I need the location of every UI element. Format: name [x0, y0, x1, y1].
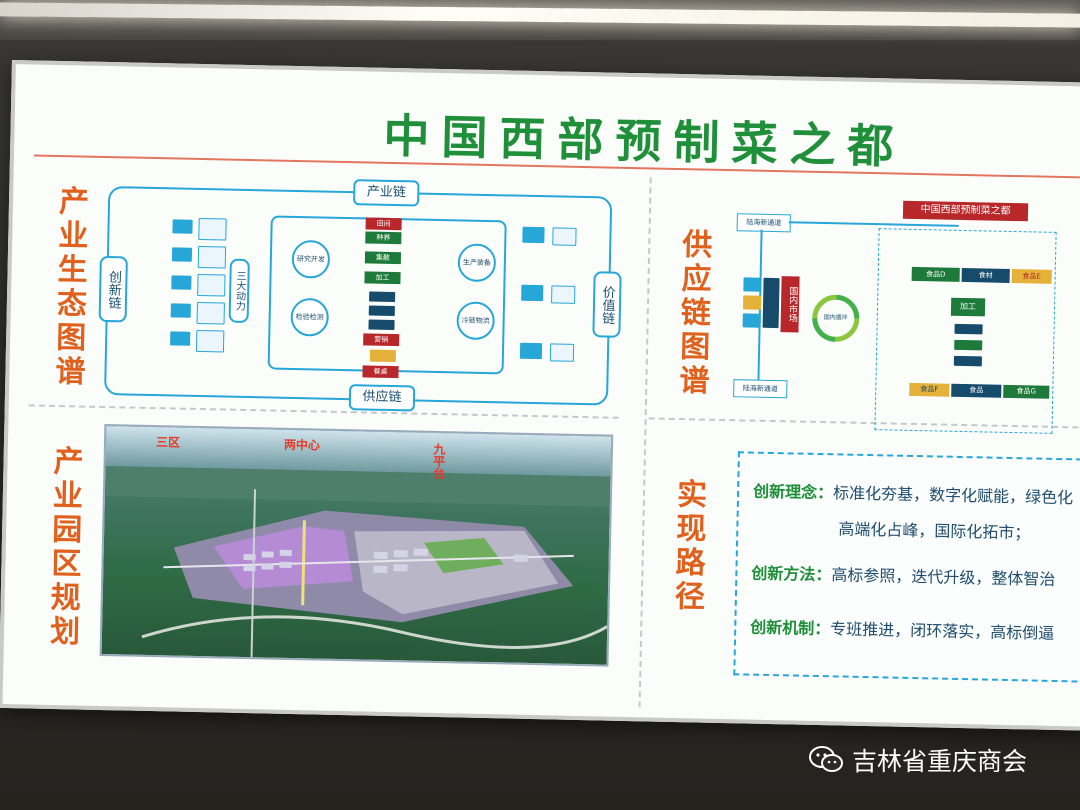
- section-title-supply: 供应链图谱: [673, 227, 712, 399]
- impl-key-3: 创新方法：: [751, 563, 832, 585]
- module: [171, 247, 193, 262]
- supply-header: 中国西部预制菜之都: [902, 200, 1029, 222]
- node-innovation-chain: 创新链: [98, 255, 128, 323]
- map-zone-b-label: 两中心: [283, 437, 321, 453]
- module: [954, 323, 983, 335]
- module: [742, 313, 761, 328]
- flow-breeding: 种养: [365, 231, 402, 245]
- impl-text-4: 专班推进，闭环落实，高标倒逼: [830, 619, 1055, 643]
- module: [368, 305, 395, 317]
- node-food-f: 食品F: [909, 382, 950, 397]
- impl-line-2: 高端化占峰，国际化拓市；: [838, 519, 1031, 543]
- display-board: 中国西部预制菜之都 产业生态图谱 产业链 供应链 创新链 价值链 三大动力 研究…: [0, 60, 1080, 732]
- watermark-text: 吉林省重庆商会: [852, 747, 1028, 776]
- node-industry-chain: 产业链: [353, 179, 420, 207]
- module: [369, 349, 397, 363]
- wechat-icon: [809, 746, 843, 772]
- module: [522, 226, 545, 244]
- module: [171, 275, 192, 290]
- section-title-park: 产业园区规划: [43, 444, 83, 650]
- module: [743, 277, 762, 292]
- supply-line: [788, 221, 959, 227]
- module: [954, 339, 983, 351]
- map-zone-a-label: 三区: [155, 435, 181, 450]
- module: [170, 303, 191, 318]
- section-title-ecosystem: 产业生态图谱: [49, 184, 89, 390]
- node-processing: 加工: [950, 297, 986, 317]
- channel-bottom: 陆海新通道: [733, 379, 788, 399]
- divider-left: [28, 404, 619, 419]
- module: [369, 291, 396, 303]
- impl-key-4: 创新机制：: [750, 617, 831, 639]
- impl-line-4: 创新机制：专班推进，闭环落实，高标倒逼: [750, 614, 1054, 644]
- module: [170, 331, 191, 346]
- flow-processing: 加工: [364, 271, 401, 285]
- impl-text-1: 标准化夯基，数字化赋能，绿色化: [832, 483, 1074, 508]
- node-food-g: 食品G: [1003, 384, 1050, 399]
- module: [197, 273, 226, 297]
- module: [368, 319, 395, 331]
- module: [742, 295, 762, 310]
- implementation-box: 创新理念：标准化夯基，数字化赋能，绿色化 高端化占峰，国际化拓市； 创新方法：高…: [733, 451, 1080, 684]
- flow-marketing: 营销: [363, 333, 400, 347]
- module: [195, 329, 225, 353]
- node-value-chain: 价值链: [592, 271, 622, 338]
- section-title-path: 实现路径: [668, 477, 707, 615]
- impl-key-1: 创新理念：: [752, 481, 834, 503]
- module: [953, 355, 983, 367]
- park-map-graphic: [104, 426, 612, 658]
- flow-field: 田间: [365, 217, 402, 231]
- module: [551, 285, 576, 304]
- cycle-label: 国内循环: [823, 314, 848, 322]
- flow-table: 餐桌: [362, 365, 399, 379]
- main-title: 中国西部预制菜之都: [382, 108, 906, 174]
- node-three-powers: 三大动力: [228, 258, 250, 324]
- divider-center: [638, 177, 652, 708]
- map-zone-c-label: 九平台: [431, 442, 447, 480]
- flow-distribution: 集散: [364, 251, 402, 265]
- module: [196, 301, 225, 325]
- park-aerial-map: 三区 两中心 九平台: [99, 424, 614, 667]
- module: [519, 342, 543, 360]
- module: [172, 219, 193, 234]
- node-food-d: 食品D: [911, 266, 960, 282]
- node-food: 食品: [951, 383, 1002, 398]
- channel-top: 陆海新通道: [736, 213, 791, 233]
- module: [552, 227, 577, 246]
- ceiling: [0, 0, 1080, 40]
- node-supply-chain: 供应链: [348, 384, 416, 412]
- impl-text-3: 高标参照，迭代升级，整体智治: [831, 565, 1056, 589]
- watermark: 吉林省重庆商会: [808, 742, 1027, 778]
- impl-line-1: 创新理念：标准化夯基，数字化赋能，绿色化: [753, 478, 1073, 509]
- module: [549, 343, 575, 362]
- module: [197, 245, 227, 269]
- module: [521, 284, 544, 302]
- domestic-market: 国内市场: [780, 276, 800, 333]
- cycle-icon: [812, 294, 860, 342]
- node-ingredient: 食材: [961, 267, 1010, 283]
- module: [198, 217, 227, 241]
- ceiling-light-strip: [0, 2, 1080, 28]
- ecosystem-diagram: 产业链 供应链 创新链 价值链 三大动力 研究开发 检验检测 生产装备 冷链物流…: [16, 64, 1080, 412]
- module: [762, 277, 780, 329]
- impl-line-3: 创新方法：高标参照，迭代升级，整体智治: [751, 560, 1055, 590]
- node-food-e: 食品E: [1011, 268, 1052, 284]
- supply-diagram: 中国西部预制菜之都 陆海新通道 陆海新通道 国内市场 国内循环 食品D 食材 食…: [16, 64, 1080, 434]
